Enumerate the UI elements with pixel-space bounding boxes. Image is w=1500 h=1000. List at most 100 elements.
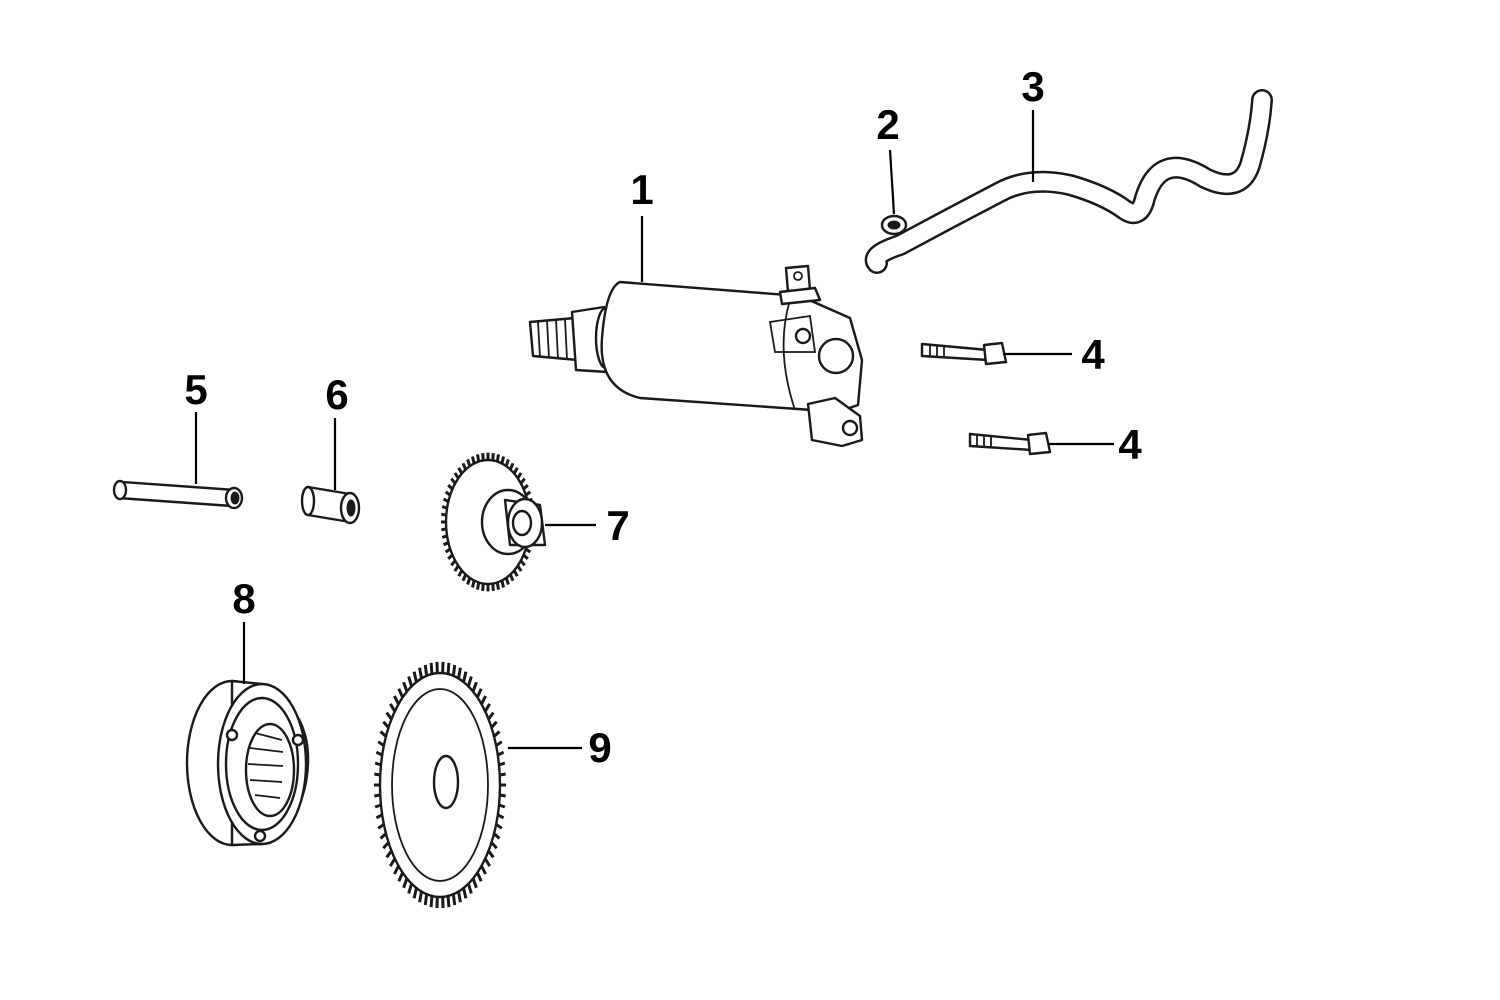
- idle-gear-shaft: [112, 479, 244, 510]
- gear-tooth: [377, 740, 385, 747]
- gear-tooth: [397, 871, 404, 882]
- gear-tooth: [481, 583, 485, 592]
- gear-tooth: [462, 887, 468, 899]
- reduction-gear: [441, 452, 547, 592]
- gear-tooth: [429, 662, 434, 675]
- gear-tooth: [497, 813, 505, 820]
- gear-tooth: [490, 841, 498, 850]
- gear-tooth: [516, 564, 523, 572]
- gear-tooth: [402, 877, 409, 889]
- callout-4-upper: 4: [1081, 331, 1105, 378]
- gear-tooth: [522, 553, 529, 560]
- gear-tooth: [471, 580, 476, 588]
- gear-tooth: [447, 553, 454, 560]
- gear-tooth: [444, 547, 452, 554]
- mounting-bolt-lower: [968, 431, 1052, 456]
- gear-tooth: [407, 883, 414, 894]
- gear-tooth: [480, 695, 487, 705]
- hose-clamp-nut: [880, 214, 908, 236]
- gear-tooth: [495, 740, 503, 747]
- gear-tooth: [471, 456, 476, 464]
- gear-tooth: [418, 891, 423, 903]
- gear-tooth: [493, 730, 501, 738]
- gear-tooth: [524, 490, 532, 497]
- gear-tooth: [423, 664, 429, 676]
- gear-tooth: [457, 569, 464, 577]
- gear-tooth: [508, 462, 515, 471]
- gear-tooth: [450, 477, 457, 485]
- gear-tooth: [476, 688, 483, 699]
- gear-tooth: [374, 793, 381, 798]
- gear-tooth: [412, 887, 418, 899]
- gear-tooth: [461, 462, 468, 471]
- callout-2: 2: [876, 101, 900, 148]
- callout-9: 9: [588, 724, 612, 771]
- gear-tooth: [385, 711, 393, 721]
- callout-5: 5: [184, 366, 208, 413]
- gear-tooth: [487, 711, 495, 721]
- gear-tooth: [393, 695, 400, 705]
- callout-1: 1: [630, 166, 654, 213]
- gear-tooth: [429, 895, 434, 908]
- gear-tooth: [519, 559, 526, 567]
- gear-tooth: [385, 849, 393, 859]
- bushing: [300, 485, 361, 525]
- gear-tooth: [500, 580, 505, 588]
- gear-tooth: [441, 534, 448, 539]
- gear-tooth: [457, 891, 462, 903]
- gear-tooth: [461, 573, 468, 582]
- gear-tooth: [508, 573, 515, 582]
- gear-tooth: [483, 703, 491, 713]
- gear-tooth: [500, 456, 505, 464]
- callout-7: 7: [606, 502, 630, 549]
- gear-tooth: [379, 730, 387, 738]
- gear-tooth: [498, 761, 506, 767]
- callout-3: 3: [1021, 63, 1045, 110]
- gear-tooth: [466, 577, 472, 585]
- gear-tooth: [516, 472, 523, 480]
- gear-tooth: [446, 895, 451, 908]
- starter-clutch: [185, 679, 310, 847]
- gear-tooth: [476, 582, 481, 590]
- gear-tooth: [466, 676, 473, 687]
- gear-tooth: [442, 497, 450, 503]
- gear-tooth: [471, 877, 478, 889]
- gear-tooth: [495, 454, 500, 462]
- gear-tooth: [480, 865, 487, 875]
- gear-tooth: [450, 559, 457, 567]
- gear-tooth: [493, 832, 501, 840]
- gear-tooth: [462, 671, 468, 683]
- gear-tooth: [444, 490, 452, 497]
- gear-tooth: [466, 459, 472, 467]
- gear-tooth: [374, 761, 382, 767]
- gear-tooth: [524, 547, 532, 554]
- gear-tooth: [495, 582, 500, 590]
- gear-tooth: [498, 803, 506, 809]
- gear-tooth: [441, 505, 448, 510]
- gear-tooth: [389, 857, 397, 867]
- gear-tooth: [442, 541, 450, 547]
- gear-tooth: [453, 564, 460, 572]
- gear-tooth: [495, 823, 503, 830]
- gear-tooth: [441, 527, 447, 532]
- gear-tooth: [397, 688, 404, 699]
- gear-tooth: [423, 894, 429, 906]
- gear-tooth: [402, 681, 409, 693]
- gear-tooth: [491, 452, 495, 461]
- gear-tooth: [497, 750, 505, 757]
- gear-tooth: [382, 841, 390, 850]
- gear-tooth: [382, 720, 390, 729]
- gear-tooth: [512, 569, 519, 577]
- gear-tooth: [453, 472, 460, 480]
- gear-tooth: [476, 871, 483, 882]
- gear-tooth: [447, 484, 454, 491]
- gear-tooth: [451, 664, 457, 676]
- gear-tooth: [471, 681, 478, 693]
- gear-tooth: [499, 772, 506, 777]
- gear-tooth: [491, 583, 495, 592]
- gear-tooth: [457, 467, 464, 475]
- gear-tooth: [487, 849, 495, 859]
- gear-tooth: [451, 894, 457, 906]
- gear-tooth: [375, 750, 383, 757]
